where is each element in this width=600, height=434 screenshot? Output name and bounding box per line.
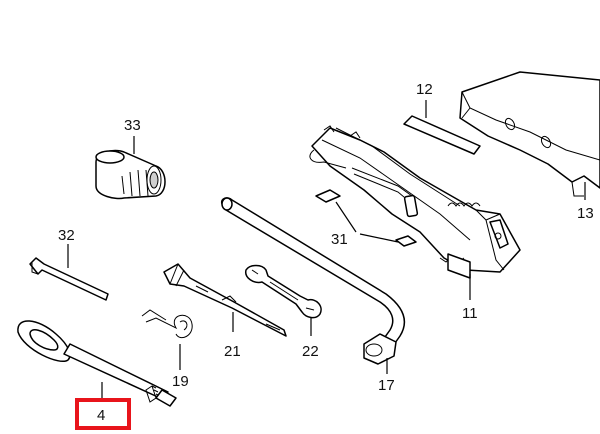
callout-4: 4 (97, 407, 105, 424)
part-33-adapter (95, 149, 166, 200)
callout-33: 33 (124, 117, 141, 134)
part-13-bracket (459, 71, 600, 197)
part-31-pads (315, 189, 417, 247)
callout-32: 32 (58, 227, 75, 244)
callout-31: 31 (331, 231, 348, 248)
part-17-lug-wrench (220, 197, 406, 365)
callout-19: 19 (172, 373, 189, 390)
part-4-towing-eye (17, 320, 177, 407)
part-12-strip (403, 115, 481, 155)
callout-17: 17 (378, 377, 395, 394)
callout-11: 11 (462, 305, 478, 322)
callout-12: 12 (416, 81, 433, 98)
callout-13: 13 (577, 205, 594, 222)
callout-21: 21 (224, 343, 241, 360)
highlight-box-4 (75, 398, 131, 430)
part-11-jack (309, 125, 521, 279)
callout-22: 22 (302, 343, 319, 360)
part-21-screwdriver (163, 263, 287, 337)
leader-31a (335, 201, 357, 233)
leader-31b (359, 233, 399, 243)
part-19-clip (141, 309, 193, 339)
part-22-wrench (245, 264, 322, 319)
part-32-hex-key (29, 257, 109, 301)
